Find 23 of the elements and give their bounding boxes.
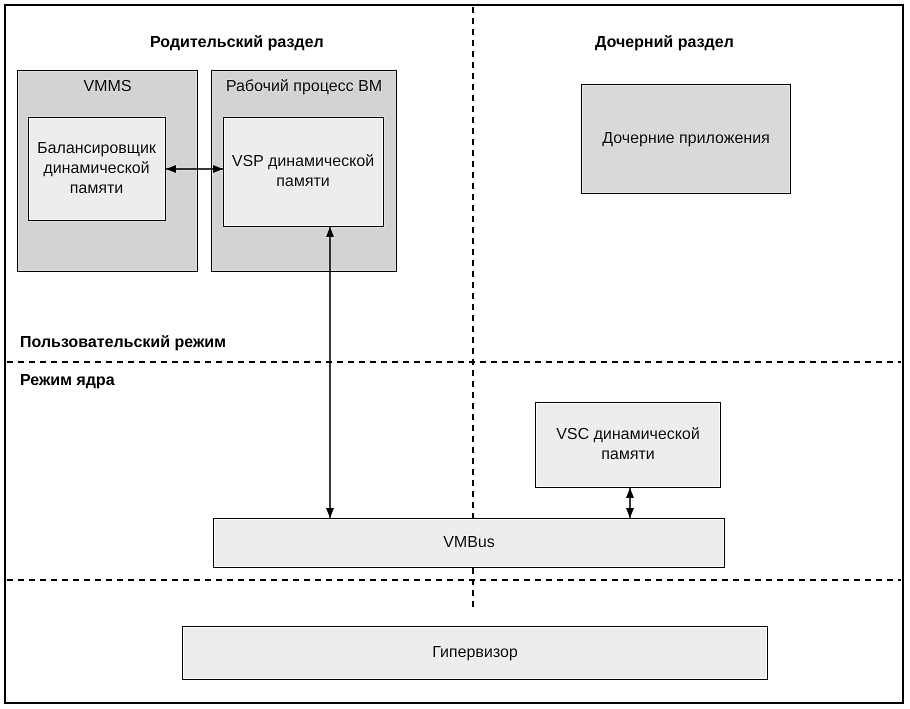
component-label: Гипервизор (431, 643, 519, 663)
component-label: Рабочий процесс ВМ (224, 77, 384, 97)
region-label: Режим ядра (20, 372, 115, 390)
component-box (211, 70, 397, 272)
component-box (581, 84, 791, 194)
arrow (626, 488, 634, 518)
component-box (213, 518, 725, 568)
arrow (326, 227, 334, 518)
arrow (166, 165, 223, 173)
component-label: VMBus (442, 533, 496, 553)
component-label: VMMS (82, 77, 132, 97)
component-box (28, 116, 166, 220)
component-label: Дочерние приложения (601, 129, 771, 149)
component-label: VSP динамической памяти (230, 152, 376, 192)
component-box (182, 626, 768, 680)
component-box (17, 70, 198, 272)
component-box (222, 116, 384, 226)
region-label: Родительский раздел (150, 34, 324, 52)
component-label: Балансировщик динамической памяти (36, 138, 157, 198)
region-label: Дочерний раздел (595, 34, 734, 52)
region-label: Пользовательский режим (20, 334, 226, 352)
component-label: VSC динамической памяти (555, 425, 701, 465)
component-box (535, 402, 721, 488)
